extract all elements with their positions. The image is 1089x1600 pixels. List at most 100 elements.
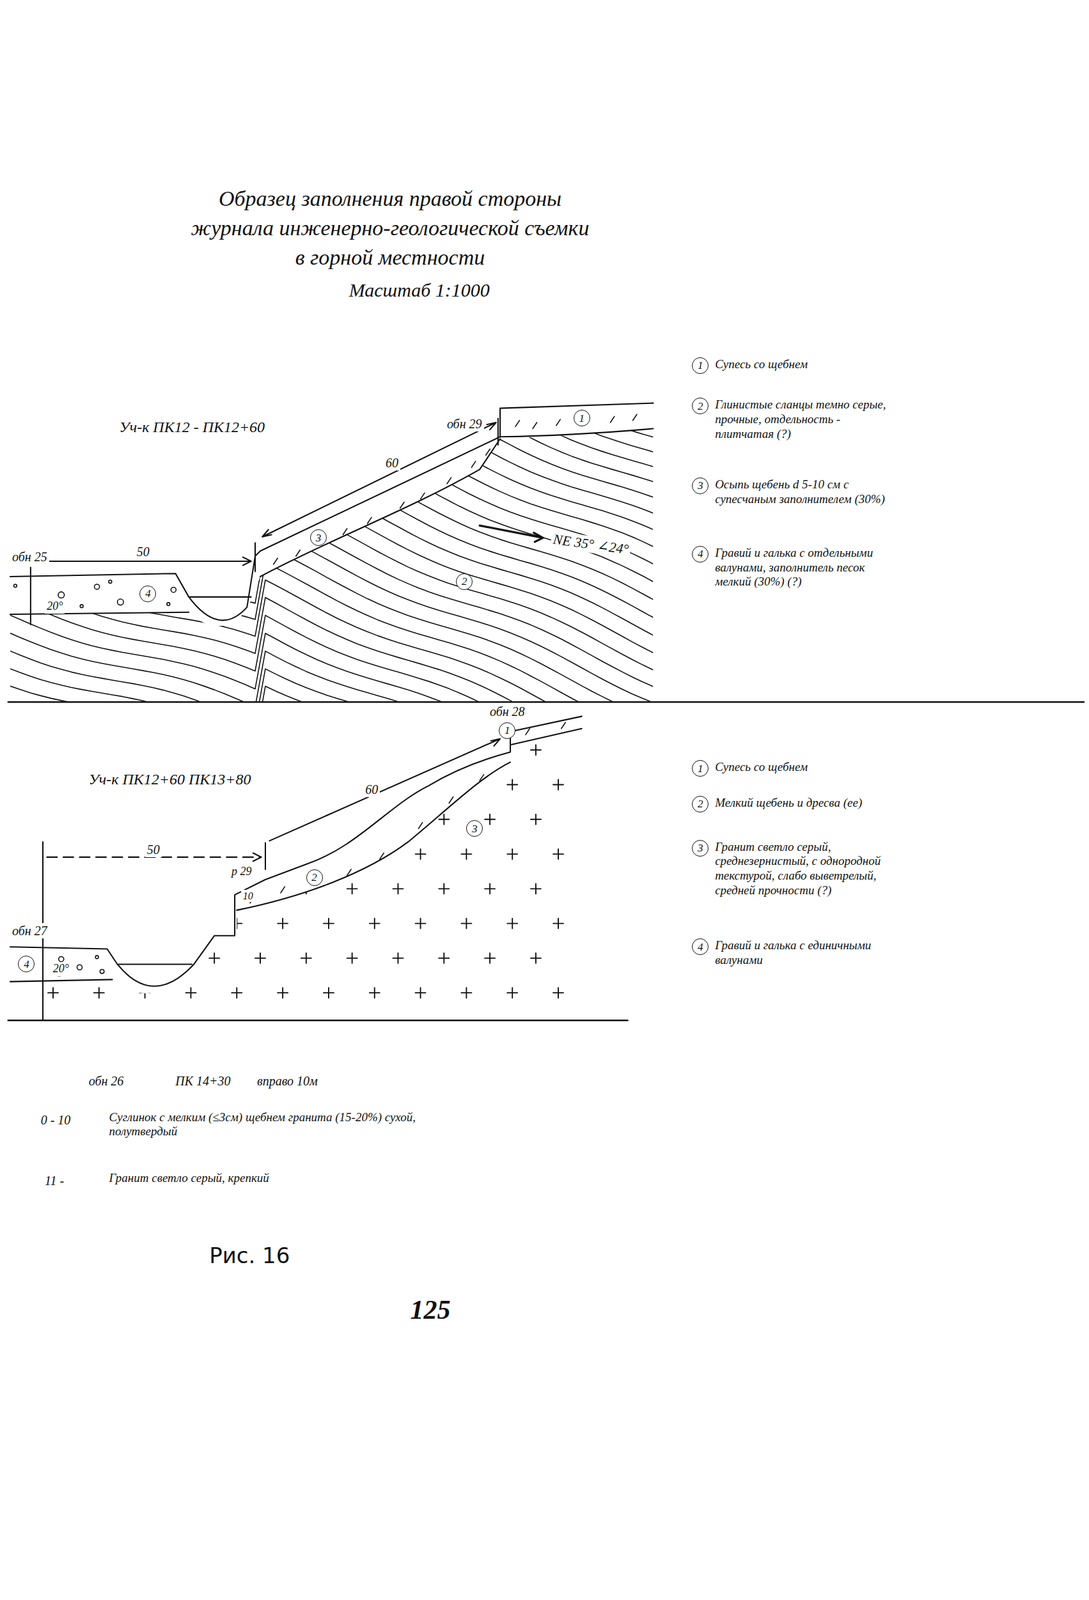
shale-stratum <box>10 376 654 547</box>
granite-cross <box>117 883 128 894</box>
granite-cross <box>140 987 151 999</box>
granite-cross <box>117 814 128 825</box>
layer-boundary <box>10 979 113 982</box>
annotation-label: р 29 <box>229 865 254 880</box>
annotation-label: 60 <box>363 782 380 798</box>
granite-cross <box>277 849 288 860</box>
granite-cross <box>231 918 242 930</box>
granite-cross <box>415 849 426 860</box>
legend-description: Гравий и галька с отдельными валунами, з… <box>714 546 896 590</box>
legend-description: Супесь со щебнем <box>714 760 896 776</box>
layer-boundary <box>500 429 653 438</box>
ground-surface <box>10 716 582 987</box>
granite-cross <box>231 987 242 999</box>
granite-cross <box>553 987 564 999</box>
shale-stratum <box>10 409 654 582</box>
granite-cross <box>117 953 128 964</box>
legend-item: 3Осыпь щебень d 5-10 см с супесчаным зап… <box>691 477 896 508</box>
callout-number: 3 <box>691 840 709 857</box>
shale-stratum <box>10 597 654 779</box>
granite-cross <box>163 744 174 756</box>
granite-cross <box>323 987 334 999</box>
granite-cross <box>553 849 564 860</box>
figure-caption: Рис. 16 <box>209 1243 290 1270</box>
granite-cross <box>484 744 495 756</box>
annotation-label: 20° <box>44 599 65 614</box>
shale-stratum <box>10 615 654 793</box>
granite-cross <box>277 987 288 999</box>
granite-cross <box>71 814 82 825</box>
granite-cross <box>530 883 541 894</box>
annotation-label: 0 - 10 <box>39 1112 73 1129</box>
granite-cross <box>163 814 174 825</box>
granite-pattern <box>25 744 564 999</box>
callout-number: 2 <box>691 397 709 415</box>
shale-stratum <box>10 439 654 618</box>
granite-cross <box>163 953 174 964</box>
callout-circle: 2 <box>455 573 473 591</box>
shale-stratum <box>10 342 654 514</box>
layer-boundary <box>10 612 189 615</box>
granite-cross <box>438 883 449 894</box>
shale-stratum <box>10 469 654 653</box>
granite-cross <box>461 849 472 860</box>
legend-item: 3Гранит светло серый, среднезернистый, с… <box>691 840 896 899</box>
annotation-label: Масштаб 1:1000 <box>347 278 492 302</box>
granite-cross <box>209 953 220 964</box>
annotation-label: Уч-к ПК12+60 ПК13+80 <box>86 770 254 790</box>
shale-stratum <box>10 562 654 749</box>
granite-cross <box>301 953 312 964</box>
shale-stratum <box>10 270 654 453</box>
callout-number: 2 <box>461 576 468 588</box>
granite-cross <box>323 780 334 791</box>
shale-stratum <box>10 499 654 688</box>
granite-cross <box>71 883 82 894</box>
annotation-label: 11 - <box>42 1173 66 1189</box>
ground-surface <box>10 403 654 621</box>
granite-cross <box>507 918 518 930</box>
callout-number: 4 <box>145 588 151 600</box>
annotation-label: обн 25 <box>10 549 50 565</box>
granite-cross <box>415 918 426 930</box>
shale-stratum <box>10 650 654 824</box>
callout-circle: 3 <box>310 529 327 547</box>
granite-cross <box>553 918 564 930</box>
layer-boundary <box>510 728 582 746</box>
shale-stratum <box>10 253 654 438</box>
granite-cross <box>185 918 196 930</box>
granite-cross <box>209 883 220 894</box>
granite-cross <box>392 883 403 894</box>
legend-item: 2Мелкий щебень и дресва (ее) <box>691 796 896 811</box>
granite-cross <box>117 744 128 756</box>
annotation-label: 50 <box>145 842 162 858</box>
shale-stratum <box>10 306 654 483</box>
granite-cross <box>94 918 105 930</box>
annotation-label: 20° <box>51 962 71 977</box>
granite-cross <box>323 918 334 930</box>
legend-item: 4Гравий и галька с единичными валунами <box>691 938 896 969</box>
shale-stratum <box>10 546 654 734</box>
callout-number: 4 <box>23 959 30 971</box>
section-baseline <box>8 701 1084 703</box>
shale-stratum <box>10 719 654 891</box>
granite-cross <box>47 987 59 999</box>
granite-cross <box>209 814 220 825</box>
gravel-texture <box>14 580 177 609</box>
granite-cross <box>347 883 358 894</box>
granite-cross <box>530 744 541 756</box>
callout-number: 3 <box>315 532 322 544</box>
annotation-label: Суглинок с мелким (≤3см) щебнем гранита … <box>107 1110 459 1141</box>
granite-cross <box>530 814 541 825</box>
granite-cross <box>25 814 36 825</box>
legend-description: Гравий и галька с единичными валунами <box>714 938 896 969</box>
legend-description: Глинистые сланцы темно серые, прочные, о… <box>714 397 896 442</box>
granite-cross <box>484 883 495 894</box>
granite-cross <box>507 780 518 791</box>
annotation-label: ПК 14+30 <box>173 1073 233 1089</box>
callout-circle: 3 <box>466 820 483 838</box>
water-line <box>118 963 192 965</box>
granite-cross <box>185 987 196 999</box>
callout-number: 1 <box>691 357 709 375</box>
shale-stratum <box>10 288 654 467</box>
